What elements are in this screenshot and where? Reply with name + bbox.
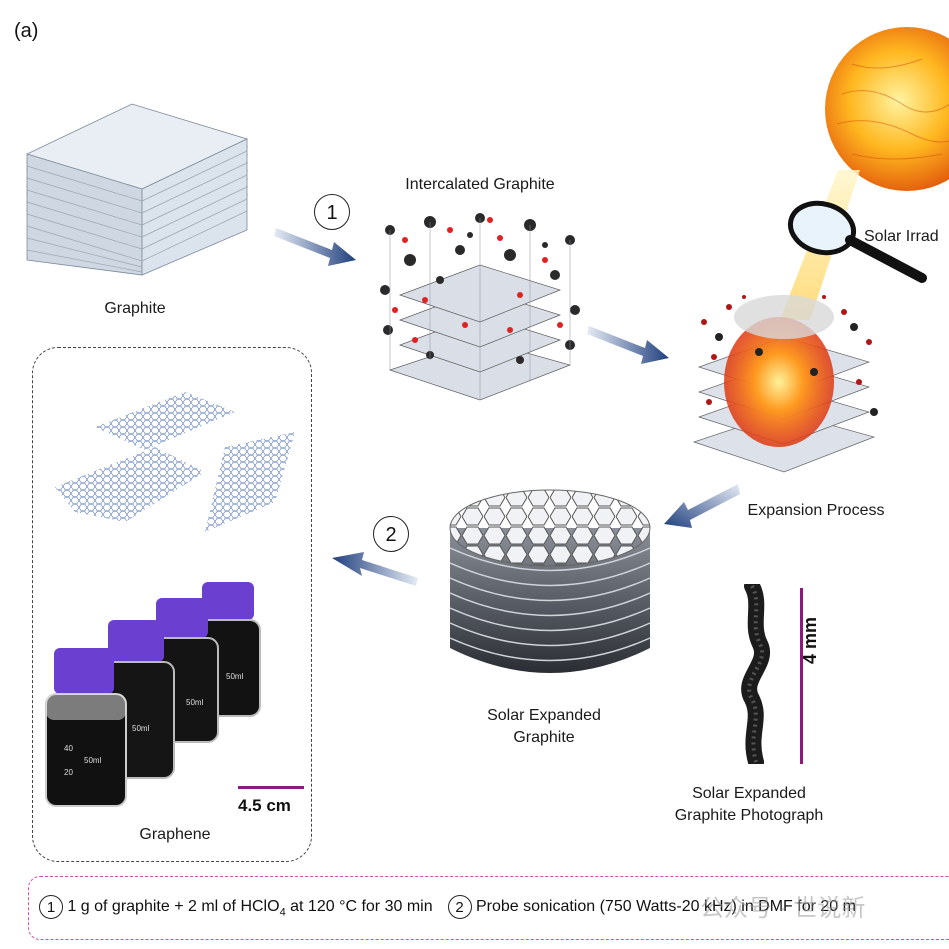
intercalated-graphite-label: Intercalated Graphite (405, 176, 555, 193)
step-arrow-to-expanded-icon (664, 484, 740, 528)
step-1-marker: 1 (314, 194, 350, 230)
bottle-4-volume: 50ml (226, 672, 244, 681)
graphene-panel (32, 347, 312, 862)
bottle-3-volume: 50ml (186, 698, 204, 707)
step-1-arrow-icon (274, 228, 356, 266)
legend-step-1-text-b: at 120 °C for 30 min (285, 898, 433, 915)
photograph-label-line2: Graphite Photograph (674, 807, 824, 824)
photo-scale-label: 4 mm (800, 616, 820, 664)
photograph-label-line1: Solar Expanded (692, 785, 806, 802)
step-2-marker: 2 (373, 516, 409, 552)
magnifying-glass-icon (780, 170, 927, 320)
legend-step-2-text: Probe sonication (750 Watts-20 kHz) in D… (475, 898, 856, 915)
solar-expanded-graphite-label-line1: Solar Expanded (487, 707, 601, 724)
watermark-text: 公众号 · 世说新 (700, 895, 866, 922)
sun-illustration (825, 27, 949, 191)
legend-step-1-subscript: 4 (279, 906, 286, 919)
intercalated-graphite-illustration (380, 213, 580, 401)
step-arrow-to-expansion-icon (587, 326, 669, 364)
expansion-process-label: Expansion Process (747, 502, 885, 519)
solar-expanded-graphite-label-line2: Graphite (513, 729, 575, 746)
panel-label: (a) (14, 20, 39, 42)
bottle-1-volume: 50ml (84, 756, 102, 765)
legend-step-1-text-a: 1 g of graphite + 2 ml of HClO (67, 898, 280, 915)
graphene-label: Graphene (139, 826, 211, 843)
photo-scale-bar (800, 588, 803, 764)
solar-irradiation-label: Solar Irrad (864, 228, 939, 245)
legend-box: 1 1 g of graphite + 2 ml of HClO4 at 120… (28, 876, 949, 940)
solar-expanded-graphite-illustration (449, 489, 651, 673)
legend-step-2-marker: 2 (447, 895, 472, 919)
bottles-scale-bar (238, 786, 304, 789)
bottles-scale-label: 4.5 cm (238, 796, 291, 815)
graphite-stack-illustration (25, 103, 249, 276)
graphite-label: Graphite (104, 300, 166, 317)
expansion-process-illustration (692, 295, 878, 473)
bottle-graduation-40: 40 (64, 744, 73, 753)
legend-step-1-marker: 1 (39, 895, 63, 919)
bottle-2-volume: 50ml (132, 724, 150, 733)
step-2-arrow-icon (332, 552, 418, 586)
bottle-graduation-20: 20 (64, 768, 73, 777)
expanded-graphite-photograph (741, 584, 770, 764)
graphene-sheets-illustration (55, 392, 295, 532)
graphene-dispersion-bottles-photo (45, 582, 261, 807)
